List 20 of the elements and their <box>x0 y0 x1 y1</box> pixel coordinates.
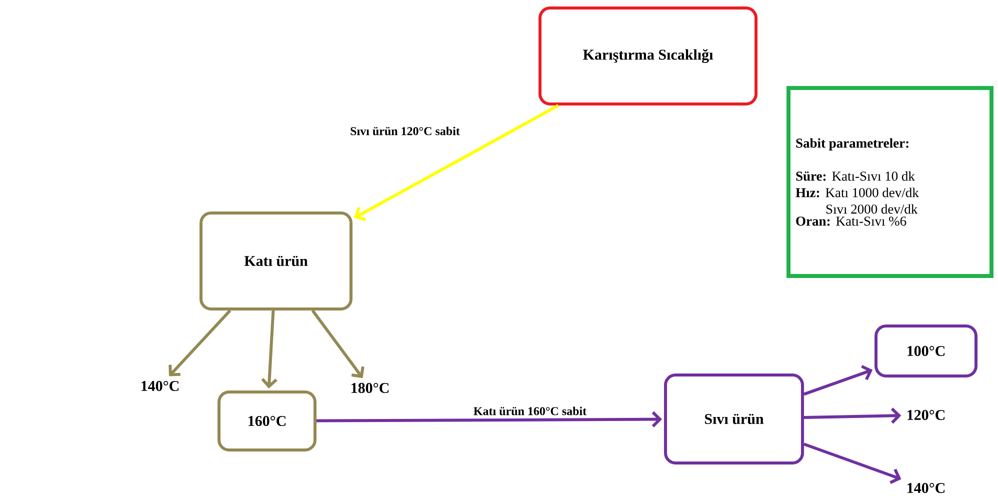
temperature-label: 140°C <box>142 380 179 392</box>
edge-label: Katı ürün 160°C sabit <box>472 406 588 416</box>
edge-label: Sıvı ürün 120°C sabit <box>349 126 461 136</box>
arrow <box>354 104 559 222</box>
arrow <box>804 442 902 484</box>
temperature-box: 100°C <box>874 324 978 378</box>
arrow <box>261 310 278 388</box>
process-box: Katı ürün <box>200 211 352 310</box>
temperature-label: 140°C <box>908 482 945 494</box>
arrow <box>804 408 902 424</box>
process-box: 160°C <box>218 390 316 452</box>
arrow <box>804 364 873 396</box>
process-box: Karıştırma Sıcaklığı <box>538 6 758 106</box>
temperature-label: 180°C <box>352 382 389 394</box>
arrow <box>316 411 662 428</box>
temperature-label: 120°C <box>908 410 945 420</box>
parameter-panel: Sabit parametreler: Süre: Katı-Sıvı 10 dk Hız: Katı 1000 dev/dk Sıvı 2000 dev/dk Oran: Katı-Sıvı %6 <box>786 86 994 278</box>
process-box: Sıvı ürün <box>664 373 804 464</box>
arrow <box>168 309 232 376</box>
arrow <box>311 310 364 378</box>
